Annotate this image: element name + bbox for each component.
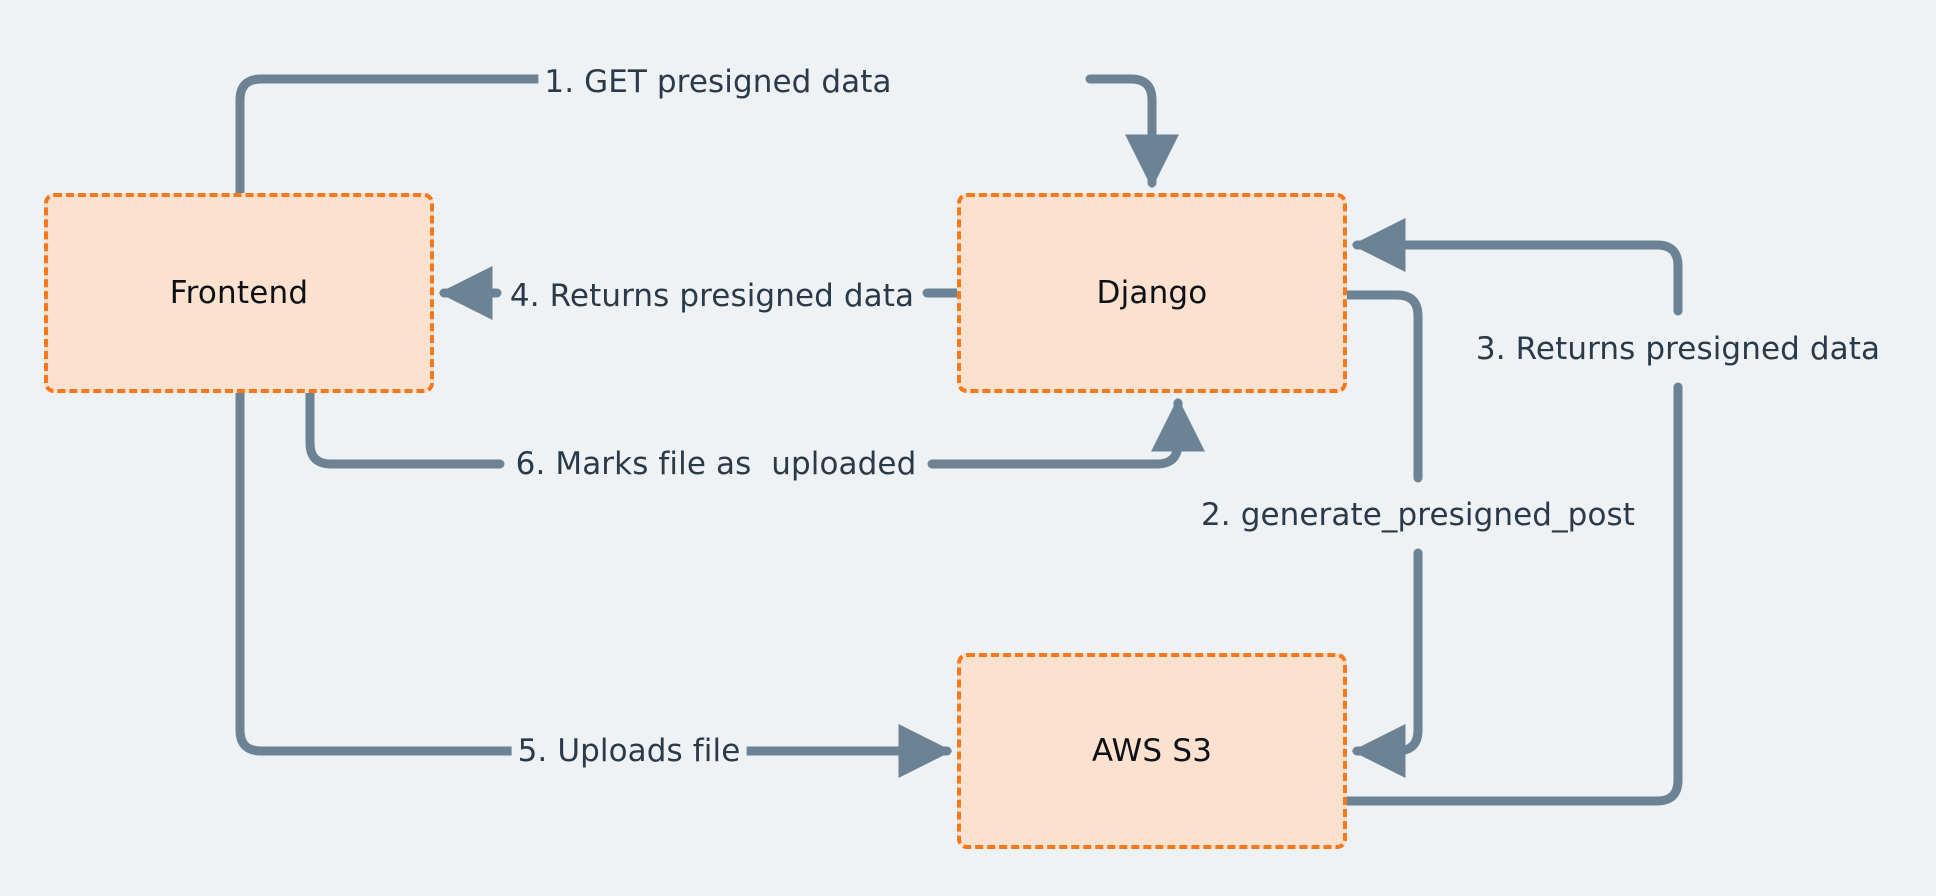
edge-1-path-b (1085, 74, 1179, 189)
node-django[interactable]: Django (957, 193, 1347, 393)
edge-5-path (235, 388, 540, 756)
edge-6-path-b (927, 397, 1205, 469)
edge-label-2: 2. generate_presigned_post (1194, 498, 1642, 532)
edge-3-path (1342, 382, 1683, 806)
node-aws-s3[interactable]: AWS S3 (957, 653, 1347, 849)
edge-2-path (1342, 290, 1423, 483)
edge-2-path-b (1351, 548, 1423, 778)
edge-label-1: 1. GET presigned data (538, 65, 898, 99)
node-frontend-label: Frontend (169, 275, 309, 311)
edge-6-path (305, 388, 505, 469)
edge-3-path-b (1351, 218, 1683, 316)
edge-label-5: 5. Uploads file (511, 734, 747, 768)
edge-1-path (235, 74, 839, 198)
node-django-label: Django (1096, 275, 1208, 311)
node-aws-s3-label: AWS S3 (1091, 733, 1213, 769)
edge-label-4: 4. Returns presigned data (503, 279, 921, 313)
node-frontend[interactable]: Frontend (44, 193, 434, 393)
edge-label-3: 3. Returns presigned data (1469, 332, 1887, 366)
edge-label-6: 6. Marks file as uploaded (509, 447, 923, 481)
